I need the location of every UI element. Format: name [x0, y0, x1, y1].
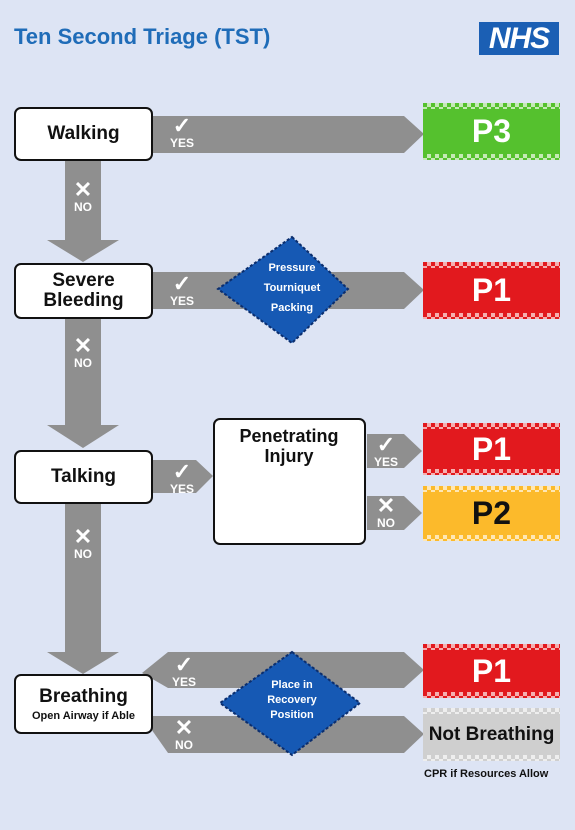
bleeding-box: Severe Bleeding	[14, 263, 153, 319]
talking-label: Talking	[50, 466, 117, 487]
yes-label: YES	[169, 482, 194, 496]
no-label: NO	[377, 516, 395, 530]
front-back-label: Front or Back	[260, 493, 300, 517]
breathing-label: Breathing	[39, 685, 128, 707]
p1-label: P1	[471, 652, 512, 689]
priority-p3: P3	[423, 103, 560, 160]
breathing-sublabel: Open Airway if Able	[31, 709, 136, 722]
walking-box: Walking	[14, 107, 153, 161]
p3-label: P3	[471, 113, 512, 149]
breathing-box: Breathing Open Airway if Able	[14, 674, 153, 734]
bleeding-no-arrow	[47, 318, 119, 448]
penetrating-label: Penetrating Injury	[239, 426, 339, 466]
penetrating-yes-arrow	[367, 434, 422, 468]
check-icon: ✓	[376, 432, 396, 457]
yes-label: YES	[171, 675, 196, 689]
page-title: Ten Second Triage (TST)	[14, 24, 271, 49]
bleeding-no: ✕NO	[66, 333, 100, 371]
talking-yes: ✓YES	[166, 459, 198, 497]
p2-label: P2	[471, 495, 512, 531]
talking-box: Talking	[14, 450, 153, 504]
action-pressure: Pressure	[268, 262, 316, 274]
bleeding-label: Severe Bleeding	[43, 270, 124, 311]
priority-p1-penetrating: P1	[423, 423, 560, 475]
nhs-logo: NHS	[479, 22, 559, 55]
priority-p1-breathing: P1	[423, 644, 560, 698]
action-packing: Packing	[270, 302, 314, 314]
bleeding-actions: Pressure Tourniquet Packing	[240, 258, 344, 318]
cross-icon: ✕	[174, 715, 194, 740]
p1-label: P1	[471, 430, 512, 467]
action-position: Position	[270, 709, 314, 721]
breathing-yes: ✓YES	[168, 652, 200, 690]
penetrating-no-arrow	[367, 496, 422, 530]
cpr-note: CPR if Resources Allow	[424, 768, 549, 780]
bleeding-action-diamond	[216, 235, 350, 345]
action-recovery: Recovery	[267, 694, 317, 706]
no-label: NO	[74, 356, 92, 370]
cross-icon: ✕	[73, 333, 93, 358]
walking-label: Walking	[47, 123, 120, 144]
penetrating-no: ✕NO	[370, 493, 402, 531]
check-icon: ✓	[174, 652, 194, 677]
walking-yes-arrow	[152, 116, 424, 153]
walking-no: ✕NO	[66, 177, 100, 215]
action-place-in: Place in	[271, 679, 313, 691]
action-tourniquet: Tourniquet	[263, 282, 321, 294]
cross-icon: ✕	[376, 493, 396, 518]
talking-no-arrow	[47, 504, 119, 674]
walking-no-arrow	[47, 160, 119, 262]
cross-icon: ✕	[73, 524, 93, 549]
bleeding-yes: ✓YES	[166, 271, 198, 309]
yes-label: YES	[169, 294, 194, 308]
breathing-no: ✕NO	[168, 715, 200, 753]
no-label: NO	[175, 738, 193, 752]
check-icon: ✓	[172, 459, 192, 484]
priority-p2: P2	[423, 486, 560, 541]
penetrating-yes: ✓YES	[370, 432, 402, 470]
outcome-not-breathing: Not Breathing	[423, 708, 560, 761]
no-label: NO	[74, 200, 92, 214]
penetrating-box	[213, 418, 366, 545]
walking-yes: ✓YES	[166, 113, 198, 151]
yes-label: YES	[169, 136, 194, 150]
recovery-actions: Place in Recovery Position	[240, 678, 344, 723]
priority-p1-bleeding: P1	[423, 262, 560, 319]
talking-yes-arrow	[152, 460, 213, 493]
check-icon: ✓	[172, 113, 192, 138]
check-icon: ✓	[172, 271, 192, 296]
no-label: NO	[74, 547, 92, 561]
cross-icon: ✕	[73, 177, 93, 202]
recovery-action-diamond	[218, 650, 362, 757]
yes-label: YES	[373, 455, 398, 469]
p1-label: P1	[471, 272, 512, 308]
talking-no: ✕NO	[66, 524, 100, 562]
not-breathing-label: Not Breathing	[428, 723, 555, 745]
